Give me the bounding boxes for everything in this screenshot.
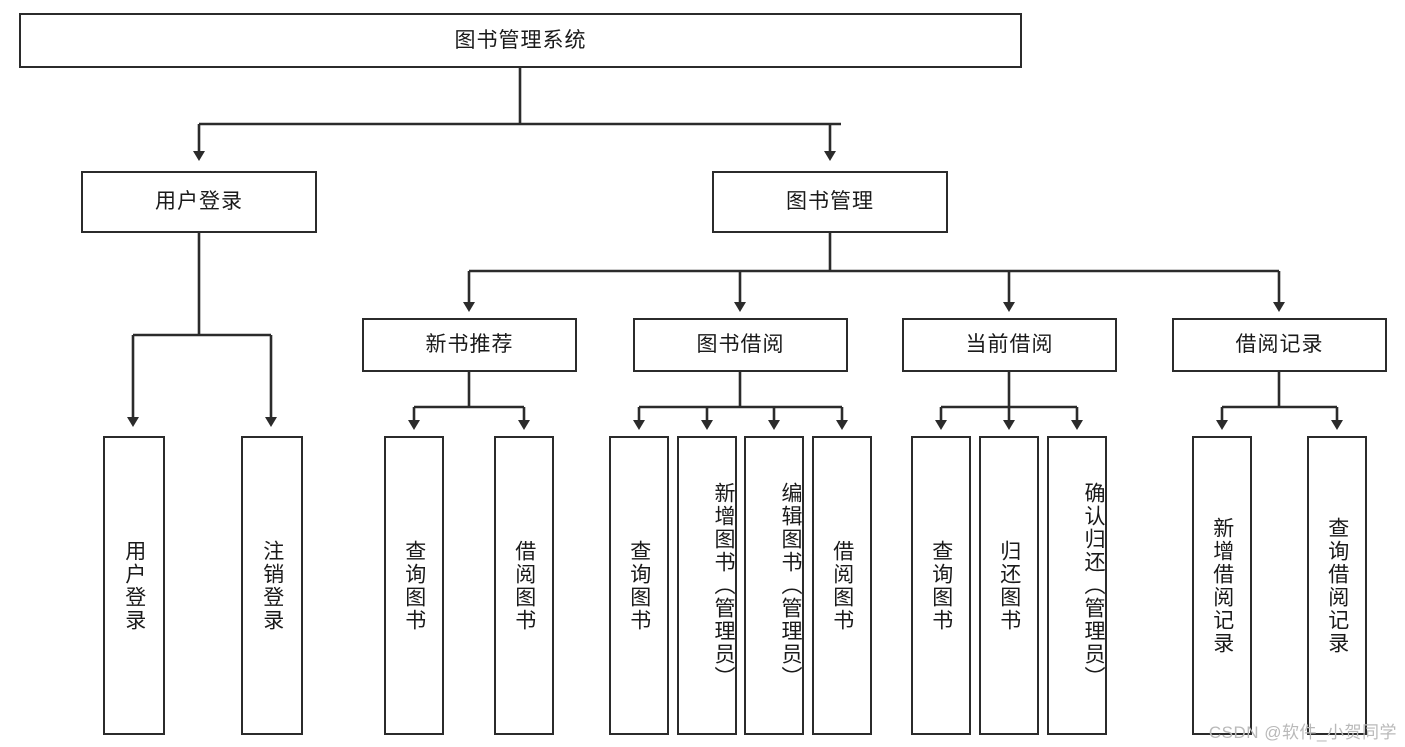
node-leaf-user-login[interactable]: 用户登录 [103, 436, 165, 735]
node-leaf-query-book-borrow[interactable]: 查询图书 [609, 436, 669, 735]
node-label: 编辑图书（管理员） [779, 482, 802, 689]
node-leaf-query-borrow-record[interactable]: 查询借阅记录 [1307, 436, 1367, 735]
node-label: 查询图书 [929, 539, 953, 632]
node-leaf-add-book-admin[interactable]: 新增图书（管理员） [677, 436, 737, 735]
node-label: 图书管理 [786, 190, 874, 214]
node-leaf-edit-book-admin[interactable]: 编辑图书（管理员） [744, 436, 804, 735]
node-new-book-recommend[interactable]: 新书推荐 [362, 318, 577, 372]
node-leaf-borrow-book[interactable]: 借阅图书 [812, 436, 872, 735]
node-root-system[interactable]: 图书管理系统 [19, 13, 1022, 68]
node-book-borrow[interactable]: 图书借阅 [633, 318, 848, 372]
node-leaf-return-book[interactable]: 归还图书 [979, 436, 1039, 735]
node-label: 用户登录 [155, 190, 243, 214]
node-leaf-query-book-current[interactable]: 查询图书 [911, 436, 971, 735]
node-label: 图书借阅 [696, 333, 785, 357]
node-leaf-add-borrow-record[interactable]: 新增借阅记录 [1192, 436, 1252, 735]
node-borrow-records[interactable]: 借阅记录 [1172, 318, 1387, 372]
node-label: 注销登录 [260, 539, 284, 632]
node-user-login[interactable]: 用户登录 [81, 171, 317, 233]
node-label: 借阅记录 [1235, 333, 1324, 357]
node-book-management[interactable]: 图书管理 [712, 171, 948, 233]
node-label: 新增图书（管理员） [712, 482, 735, 689]
node-label: 确认归还（管理员） [1082, 482, 1105, 689]
node-label: 借阅图书 [830, 539, 854, 632]
node-leaf-confirm-return-admin[interactable]: 确认归还（管理员） [1047, 436, 1107, 735]
node-label: 图书管理系统 [454, 28, 587, 52]
node-label: 查询借阅记录 [1325, 516, 1349, 655]
node-label: 新增借阅记录 [1210, 516, 1234, 655]
node-label: 借阅图书 [512, 539, 536, 632]
node-current-borrow[interactable]: 当前借阅 [902, 318, 1117, 372]
node-leaf-borrow-book-recommend[interactable]: 借阅图书 [494, 436, 554, 735]
node-label: 归还图书 [997, 539, 1021, 632]
node-label: 用户登录 [122, 539, 146, 632]
node-label: 查询图书 [402, 539, 426, 632]
node-label: 查询图书 [627, 539, 651, 632]
node-label: 新书推荐 [425, 333, 514, 357]
watermark-text: CSDN @软件_小贺同学 [1208, 723, 1397, 742]
node-leaf-logout[interactable]: 注销登录 [241, 436, 303, 735]
node-label: 当前借阅 [965, 333, 1054, 357]
node-leaf-query-book-recommend[interactable]: 查询图书 [384, 436, 444, 735]
